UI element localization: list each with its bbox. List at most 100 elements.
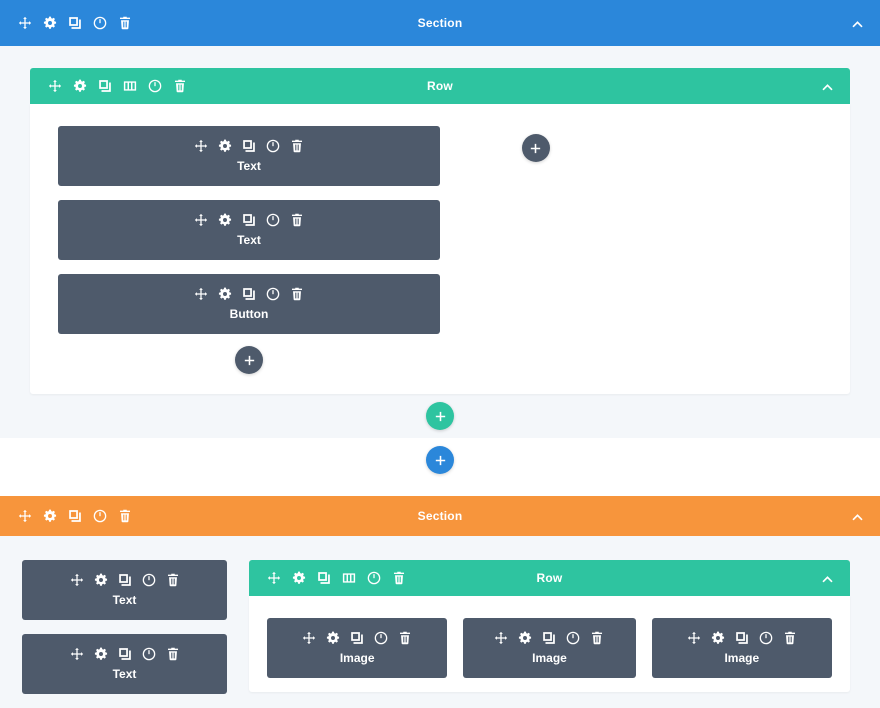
power-icon[interactable] bbox=[266, 213, 280, 227]
power-icon[interactable] bbox=[148, 79, 162, 93]
duplicate-icon[interactable] bbox=[242, 287, 256, 301]
trash-icon[interactable] bbox=[290, 287, 304, 301]
move-icon[interactable] bbox=[267, 571, 281, 585]
trash-icon[interactable] bbox=[166, 573, 180, 587]
module-text[interactable]: Text bbox=[58, 200, 440, 260]
gear-icon[interactable] bbox=[73, 79, 87, 93]
row-2-body: Image Image bbox=[249, 596, 850, 692]
gear-icon[interactable] bbox=[218, 139, 232, 153]
section-2-collapse-button[interactable] bbox=[851, 510, 864, 523]
trash-icon[interactable] bbox=[290, 139, 304, 153]
row-2-collapse-button[interactable] bbox=[821, 572, 834, 585]
row-1-collapse-button[interactable] bbox=[821, 80, 834, 93]
move-icon[interactable] bbox=[494, 631, 508, 645]
move-icon[interactable] bbox=[194, 213, 208, 227]
section-2-toolbar bbox=[0, 509, 132, 523]
add-module-button[interactable] bbox=[235, 346, 263, 374]
power-icon[interactable] bbox=[266, 139, 280, 153]
row-1-body: Text Text bbox=[30, 104, 850, 394]
gear-icon[interactable] bbox=[94, 573, 108, 587]
move-icon[interactable] bbox=[194, 287, 208, 301]
section-1-collapse-button[interactable] bbox=[851, 17, 864, 30]
module-toolbar bbox=[194, 139, 304, 153]
gear-icon[interactable] bbox=[518, 631, 532, 645]
module-label: Text bbox=[112, 667, 137, 681]
module-button[interactable]: Button bbox=[58, 274, 440, 334]
move-icon[interactable] bbox=[48, 79, 62, 93]
duplicate-icon[interactable] bbox=[242, 213, 256, 227]
module-text[interactable]: Text bbox=[22, 560, 227, 620]
section-2: Section Text bbox=[0, 496, 880, 708]
trash-icon[interactable] bbox=[290, 213, 304, 227]
plus-icon bbox=[244, 355, 255, 366]
add-section-button[interactable] bbox=[426, 446, 454, 474]
duplicate-icon[interactable] bbox=[350, 631, 364, 645]
duplicate-icon[interactable] bbox=[118, 573, 132, 587]
module-toolbar bbox=[70, 573, 180, 587]
gear-icon[interactable] bbox=[326, 631, 340, 645]
duplicate-icon[interactable] bbox=[68, 16, 82, 30]
duplicate-icon[interactable] bbox=[542, 631, 556, 645]
row-2-header[interactable]: Row bbox=[249, 560, 850, 596]
gear-icon[interactable] bbox=[711, 631, 725, 645]
trash-icon[interactable] bbox=[173, 79, 187, 93]
trash-icon[interactable] bbox=[398, 631, 412, 645]
section-2-header[interactable]: Section bbox=[0, 496, 880, 536]
move-icon[interactable] bbox=[70, 647, 84, 661]
move-icon[interactable] bbox=[302, 631, 316, 645]
move-icon[interactable] bbox=[18, 16, 32, 30]
power-icon[interactable] bbox=[93, 16, 107, 30]
chevron-up-icon bbox=[821, 80, 834, 93]
duplicate-icon[interactable] bbox=[735, 631, 749, 645]
power-icon[interactable] bbox=[93, 509, 107, 523]
row-2-toolbar bbox=[249, 571, 406, 585]
module-image[interactable]: Image bbox=[463, 618, 636, 678]
duplicate-icon[interactable] bbox=[68, 509, 82, 523]
trash-icon[interactable] bbox=[118, 16, 132, 30]
power-icon[interactable] bbox=[142, 573, 156, 587]
power-icon[interactable] bbox=[374, 631, 388, 645]
gear-icon[interactable] bbox=[292, 571, 306, 585]
move-icon[interactable] bbox=[70, 573, 84, 587]
move-icon[interactable] bbox=[687, 631, 701, 645]
trash-icon[interactable] bbox=[166, 647, 180, 661]
trash-icon[interactable] bbox=[590, 631, 604, 645]
row-1-header[interactable]: Row bbox=[30, 68, 850, 104]
add-row-button[interactable] bbox=[426, 402, 454, 430]
move-icon[interactable] bbox=[18, 509, 32, 523]
module-text[interactable]: Text bbox=[22, 634, 227, 694]
trash-icon[interactable] bbox=[783, 631, 797, 645]
trash-icon[interactable] bbox=[392, 571, 406, 585]
row-1-column-2 bbox=[440, 126, 822, 374]
duplicate-icon[interactable] bbox=[118, 647, 132, 661]
add-module-button[interactable] bbox=[521, 134, 550, 162]
gear-icon[interactable] bbox=[218, 287, 232, 301]
gear-icon[interactable] bbox=[94, 647, 108, 661]
trash-icon[interactable] bbox=[118, 509, 132, 523]
duplicate-icon[interactable] bbox=[242, 139, 256, 153]
duplicate-icon[interactable] bbox=[98, 79, 112, 93]
add-row-container bbox=[30, 402, 850, 430]
module-toolbar bbox=[194, 213, 304, 227]
gear-icon[interactable] bbox=[43, 16, 57, 30]
gear-icon[interactable] bbox=[43, 509, 57, 523]
duplicate-icon[interactable] bbox=[317, 571, 331, 585]
chevron-up-icon bbox=[851, 17, 864, 30]
power-icon[interactable] bbox=[759, 631, 773, 645]
module-label: Image bbox=[724, 651, 760, 665]
power-icon[interactable] bbox=[266, 287, 280, 301]
module-label: Image bbox=[339, 651, 375, 665]
module-text[interactable]: Text bbox=[58, 126, 440, 186]
module-image[interactable]: Image bbox=[651, 618, 832, 678]
power-icon[interactable] bbox=[566, 631, 580, 645]
columns-icon[interactable] bbox=[342, 571, 356, 585]
gear-icon[interactable] bbox=[218, 213, 232, 227]
module-image[interactable]: Image bbox=[267, 618, 448, 678]
move-icon[interactable] bbox=[194, 139, 208, 153]
power-icon[interactable] bbox=[367, 571, 381, 585]
section-2-left-column: Text Text bbox=[22, 560, 227, 708]
add-module-container bbox=[58, 346, 440, 374]
columns-icon[interactable] bbox=[123, 79, 137, 93]
power-icon[interactable] bbox=[142, 647, 156, 661]
section-1-header[interactable]: Section bbox=[0, 0, 880, 46]
